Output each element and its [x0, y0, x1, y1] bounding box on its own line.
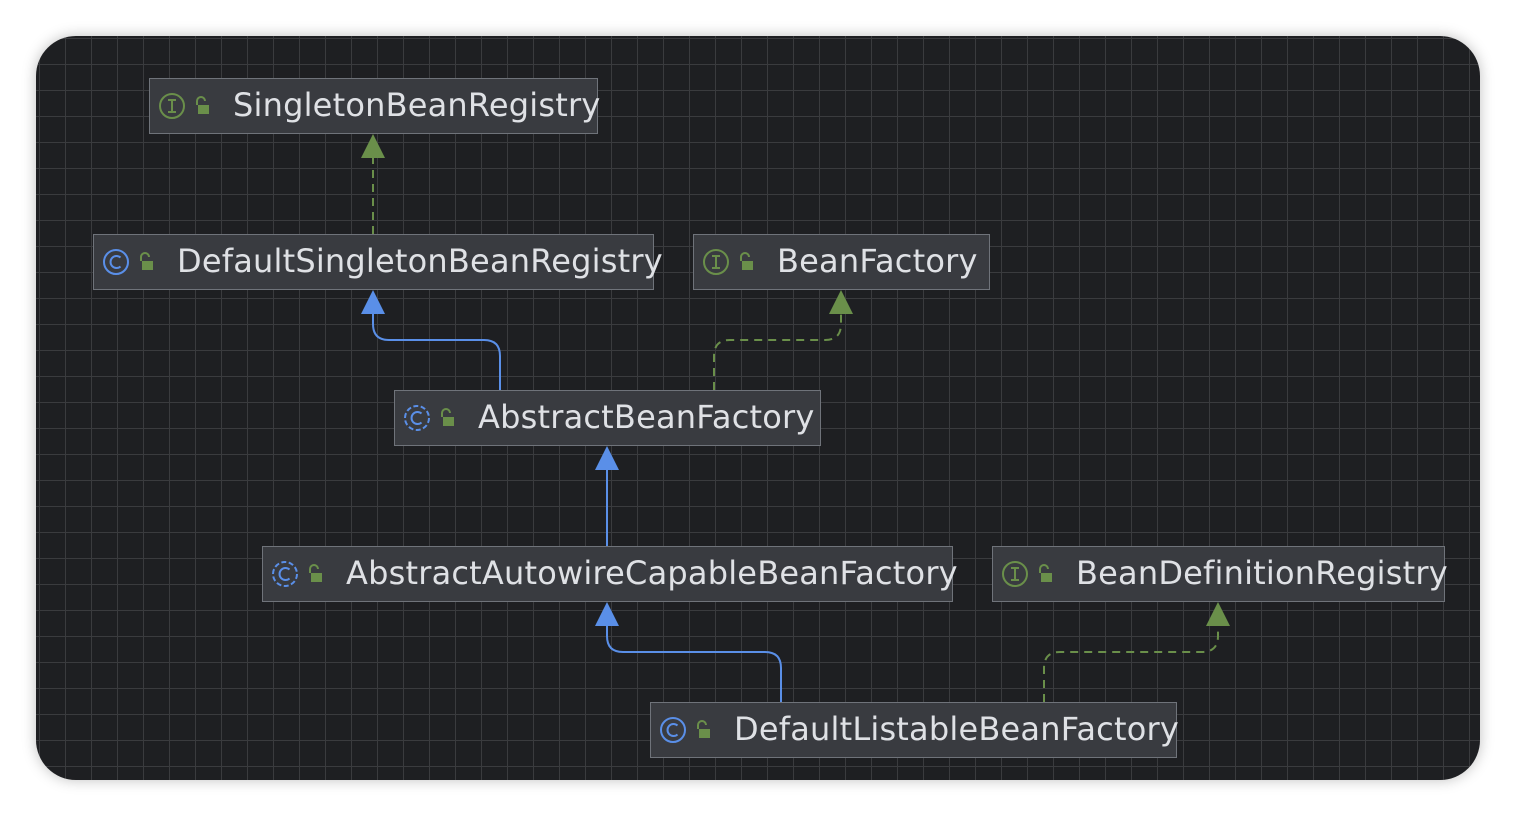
lock-open-icon [441, 408, 454, 426]
abstract-class-icon [272, 561, 298, 587]
lock-open-icon [1039, 564, 1052, 582]
interface-icon [159, 93, 185, 119]
node-default-listable-bean-factory[interactable]: DefaultListableBeanFactory [650, 702, 1179, 758]
interface-icon [703, 249, 729, 275]
node-abstract-autowire-capable-bean-factory[interactable]: AbstractAutowireCapableBeanFactory [262, 546, 958, 602]
node-label: DefaultSingletonBeanRegistry [177, 242, 663, 280]
edge-default-singleton-implements-singleton-registry [361, 134, 385, 234]
node-label: BeanFactory [777, 242, 978, 280]
lock-open-icon [740, 252, 753, 270]
abstract-class-icon [404, 405, 430, 431]
node-label: AbstractBeanFactory [478, 398, 815, 436]
edge-default-listable-implements-bean-definition-registry [1043, 602, 1230, 702]
node-bean-definition-registry[interactable]: BeanDefinitionRegistry [992, 546, 1448, 602]
diagram-canvas[interactable]: SingletonBeanRegistry DefaultSingletonBe… [36, 36, 1480, 780]
node-label: BeanDefinitionRegistry [1076, 554, 1448, 592]
node-label: AbstractAutowireCapableBeanFactory [346, 554, 958, 592]
node-abstract-bean-factory[interactable]: AbstractBeanFactory [394, 390, 821, 446]
lock-open-icon [196, 96, 209, 114]
edge-abstract-bean-factory-extends-default-singleton [361, 290, 501, 390]
lock-open-icon [697, 720, 710, 738]
edge-autowire-extends-abstract-bean-factory [595, 446, 619, 546]
edge-default-listable-extends-autowire [595, 602, 782, 702]
lock-open-icon [309, 564, 322, 582]
class-icon [103, 249, 129, 275]
lock-open-icon [140, 252, 153, 270]
node-default-singleton-bean-registry[interactable]: DefaultSingletonBeanRegistry [93, 234, 663, 290]
interface-icon [1002, 561, 1028, 587]
node-singleton-bean-registry[interactable]: SingletonBeanRegistry [149, 78, 601, 134]
node-label: SingletonBeanRegistry [233, 86, 601, 124]
class-icon [660, 717, 686, 743]
edge-abstract-bean-factory-implements-bean-factory [713, 290, 853, 390]
edges-layer [361, 134, 1230, 702]
node-bean-factory[interactable]: BeanFactory [693, 234, 990, 290]
node-label: DefaultListableBeanFactory [734, 710, 1179, 748]
